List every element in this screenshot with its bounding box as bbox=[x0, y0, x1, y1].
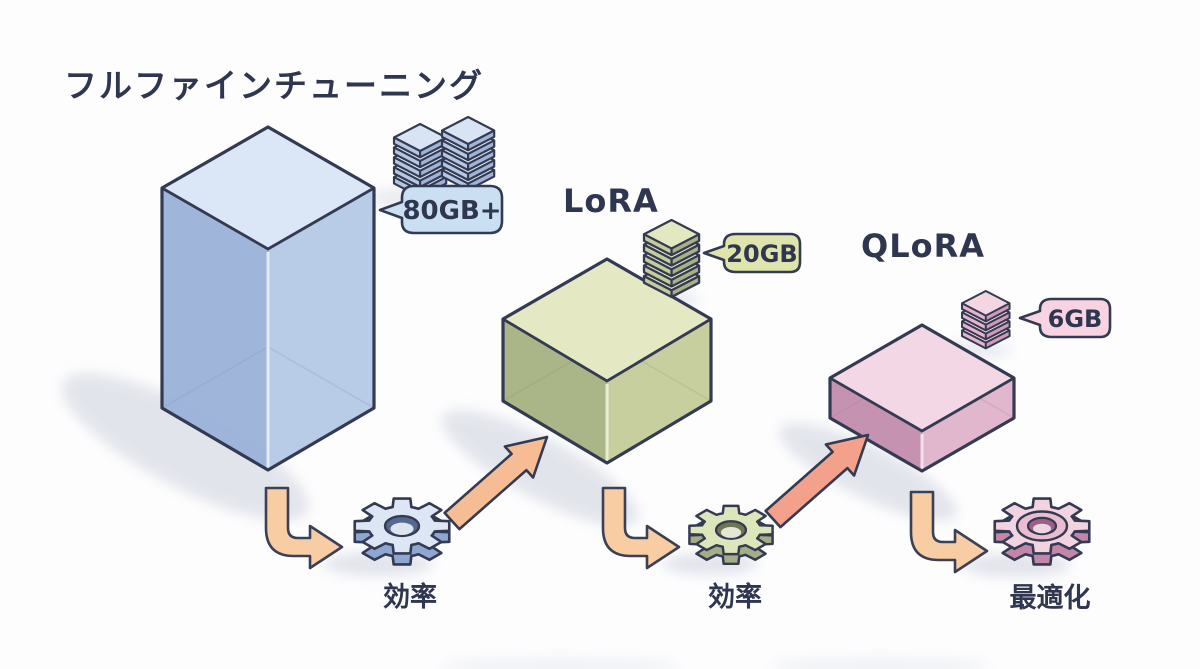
process-label-1: 効率 bbox=[383, 581, 437, 613]
memory-label-lora: 20GB bbox=[726, 240, 797, 268]
memory-cube-qlora-icon bbox=[828, 323, 1016, 473]
arrow-to-qlora-icon bbox=[764, 433, 870, 529]
gear-optimization-icon bbox=[993, 497, 1091, 566]
memory-label-full: 80GB+ bbox=[402, 196, 501, 226]
memory-cube-full-fine-tuning-icon bbox=[160, 125, 376, 472]
server-stack-lora-icon bbox=[644, 220, 699, 297]
memory-cube-lora-icon bbox=[501, 257, 713, 465]
stage-title-qlora: QLoRA bbox=[861, 227, 985, 265]
arrow-to-lora-icon bbox=[443, 435, 549, 531]
memory-label-qlora: 6GB bbox=[1048, 305, 1103, 333]
memory-bubble-lora: 20GB bbox=[702, 232, 802, 274]
stage-title-full-fine-tuning: フルファインチューニング bbox=[64, 66, 484, 105]
process-label-3: 最適化 bbox=[1010, 582, 1091, 614]
stage-title-lora: LoRA bbox=[563, 182, 659, 220]
server-stack-qlora-icon bbox=[962, 291, 1010, 348]
gear-efficiency-2-icon bbox=[688, 504, 774, 566]
memory-bubble-qlora: 6GB bbox=[1018, 297, 1112, 339]
memory-bubble-full: 80GB+ bbox=[378, 184, 504, 235]
gear-efficiency-1-icon bbox=[353, 497, 451, 566]
process-label-2: 効率 bbox=[708, 581, 762, 613]
